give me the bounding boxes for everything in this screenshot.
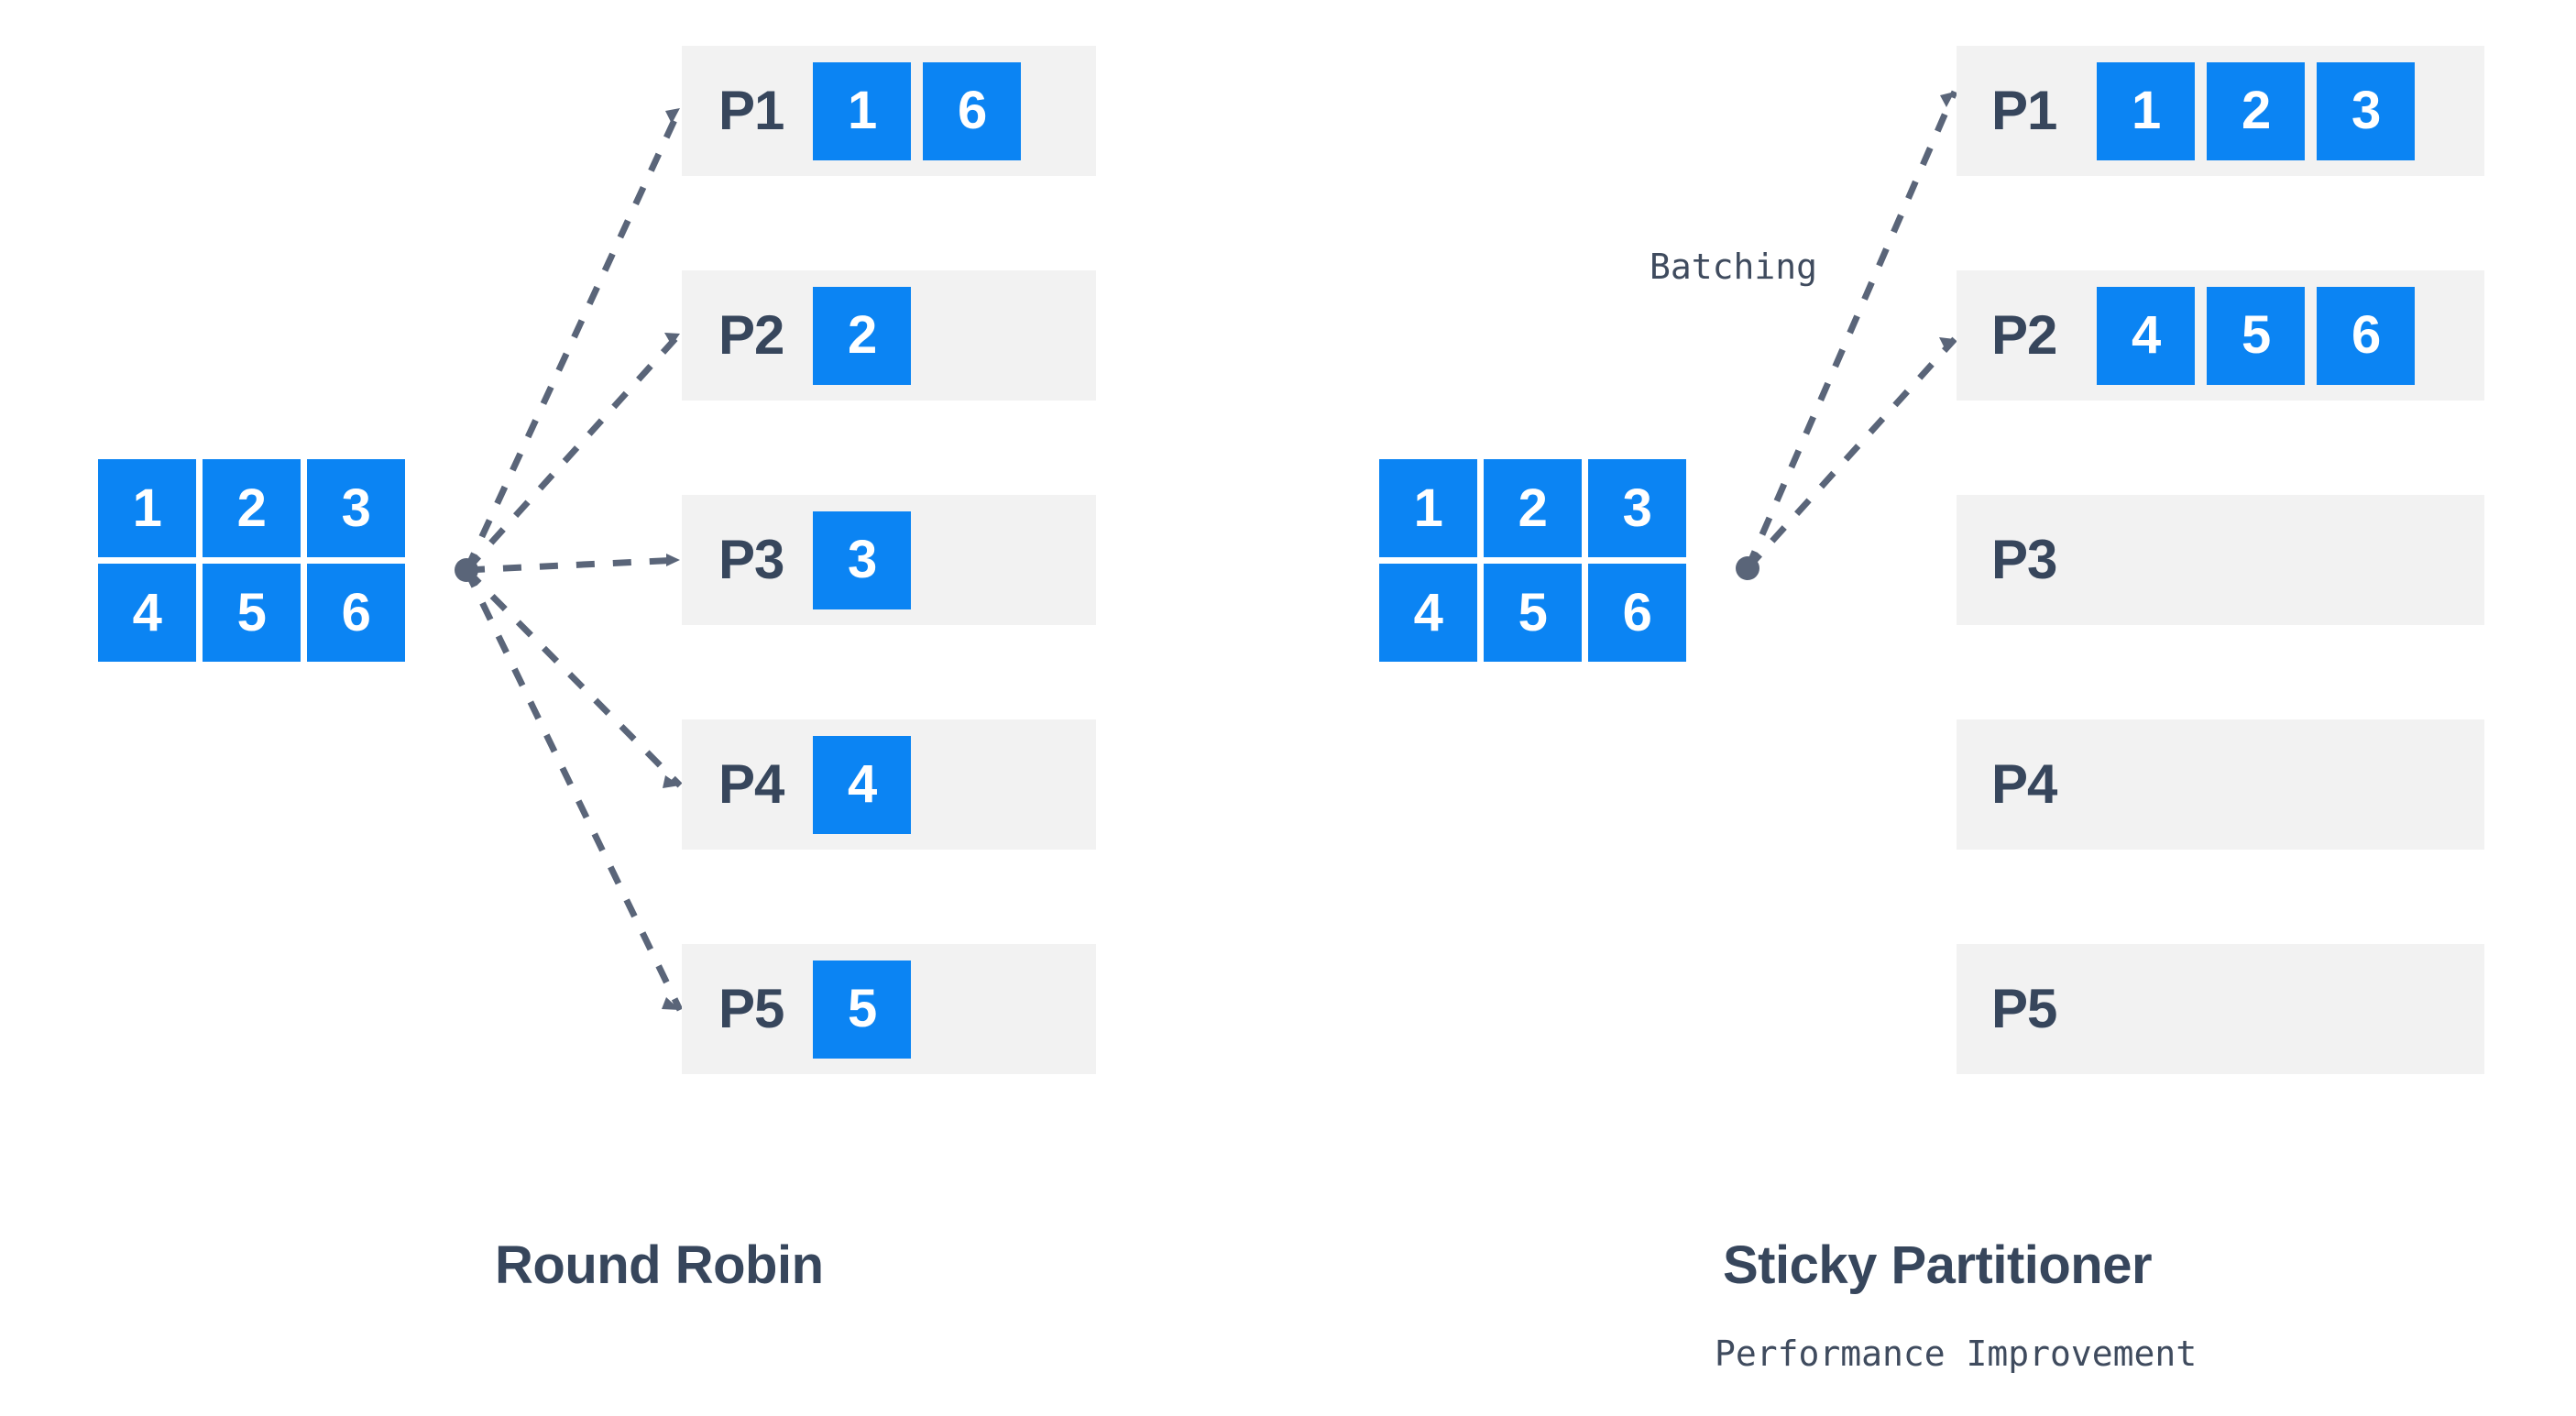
message-box: 3 <box>2317 61 2416 160</box>
message-box: 3 <box>813 510 912 609</box>
partition-row-p3-right: P3 <box>1957 495 2484 625</box>
partition-row-p2-left: P2 2 <box>682 270 1096 401</box>
junction-dot-right <box>1736 556 1759 580</box>
connector-left-p4 <box>464 567 683 788</box>
message-box: 3 <box>307 459 405 557</box>
message-box: 4 <box>98 564 196 662</box>
partition-label: P1 <box>1991 80 2057 141</box>
message-box: 4 <box>2097 286 2196 385</box>
connector-left-p2 <box>464 331 683 573</box>
connector-left-arrowheads <box>662 108 680 1010</box>
partition-label: P2 <box>1991 304 2057 366</box>
partition-label: P5 <box>1991 978 2057 1039</box>
panel-subtitle-performance-improvement: Performance Improvement <box>1715 1334 2198 1374</box>
message-box: 1 <box>2097 61 2196 160</box>
message-box: 5 <box>203 564 301 662</box>
partition-messages: 1 2 3 <box>2097 61 2416 160</box>
partition-row-p3-left: P3 3 <box>682 495 1096 625</box>
connector-right-p1 <box>1744 90 1958 570</box>
partition-messages: 4 5 6 <box>2097 286 2416 385</box>
partition-row-p2-right: P2 4 5 6 <box>1957 270 2484 401</box>
partition-row-p4-right: P4 <box>1957 719 2484 850</box>
message-box: 1 <box>1379 459 1477 557</box>
message-box: 4 <box>1379 564 1477 662</box>
partition-messages: 1 6 <box>813 61 1022 160</box>
partition-label: P5 <box>718 978 784 1039</box>
message-box: 2 <box>203 459 301 557</box>
partition-label: P3 <box>1991 529 2057 590</box>
partition-messages: 4 <box>813 735 912 834</box>
batching-annotation: Batching <box>1650 247 1818 287</box>
message-box: 6 <box>307 564 405 662</box>
message-box: 2 <box>1484 459 1582 557</box>
partition-messages: 2 <box>813 286 912 385</box>
message-box: 1 <box>813 61 912 160</box>
panel-title-sticky-partitioner: Sticky Partitioner <box>1723 1235 2153 1295</box>
message-box: 6 <box>923 61 1022 160</box>
message-box: 5 <box>2207 286 2306 385</box>
partition-label: P4 <box>1991 753 2057 815</box>
connector-right-arrowheads <box>1939 92 1955 350</box>
message-box: 6 <box>1588 564 1686 662</box>
connector-left-p1 <box>463 106 684 572</box>
partition-row-p4-left: P4 4 <box>682 719 1096 850</box>
partition-messages: 5 <box>813 960 912 1059</box>
source-message-grid-right: 1 2 3 4 5 6 <box>1379 459 1686 662</box>
junction-dot-left <box>455 558 478 582</box>
partition-row-p1-left: P1 1 6 <box>682 46 1096 176</box>
partition-label: P1 <box>718 80 784 141</box>
connector-left-p3 <box>466 556 681 574</box>
source-message-grid-left: 1 2 3 4 5 6 <box>98 459 405 662</box>
message-box: 2 <box>2207 61 2306 160</box>
partition-label: P4 <box>718 753 784 815</box>
connector-right-p2 <box>1745 336 1957 571</box>
partition-row-p5-right: P5 <box>1957 944 2484 1074</box>
partition-row-p1-right: P1 1 2 3 <box>1957 46 2484 176</box>
panel-title-round-robin: Round Robin <box>495 1235 824 1295</box>
message-box: 6 <box>2317 286 2416 385</box>
message-box: 2 <box>813 286 912 385</box>
message-box: 3 <box>1588 459 1686 557</box>
message-box: 5 <box>813 960 912 1059</box>
message-box: 4 <box>813 735 912 834</box>
message-box: 5 <box>1484 564 1582 662</box>
partition-label: P3 <box>718 529 784 590</box>
connector-left-p5 <box>463 568 684 1012</box>
partition-row-p5-left: P5 5 <box>682 944 1096 1074</box>
partition-messages: 3 <box>813 510 912 609</box>
message-box: 1 <box>98 459 196 557</box>
partition-label: P2 <box>718 304 784 366</box>
